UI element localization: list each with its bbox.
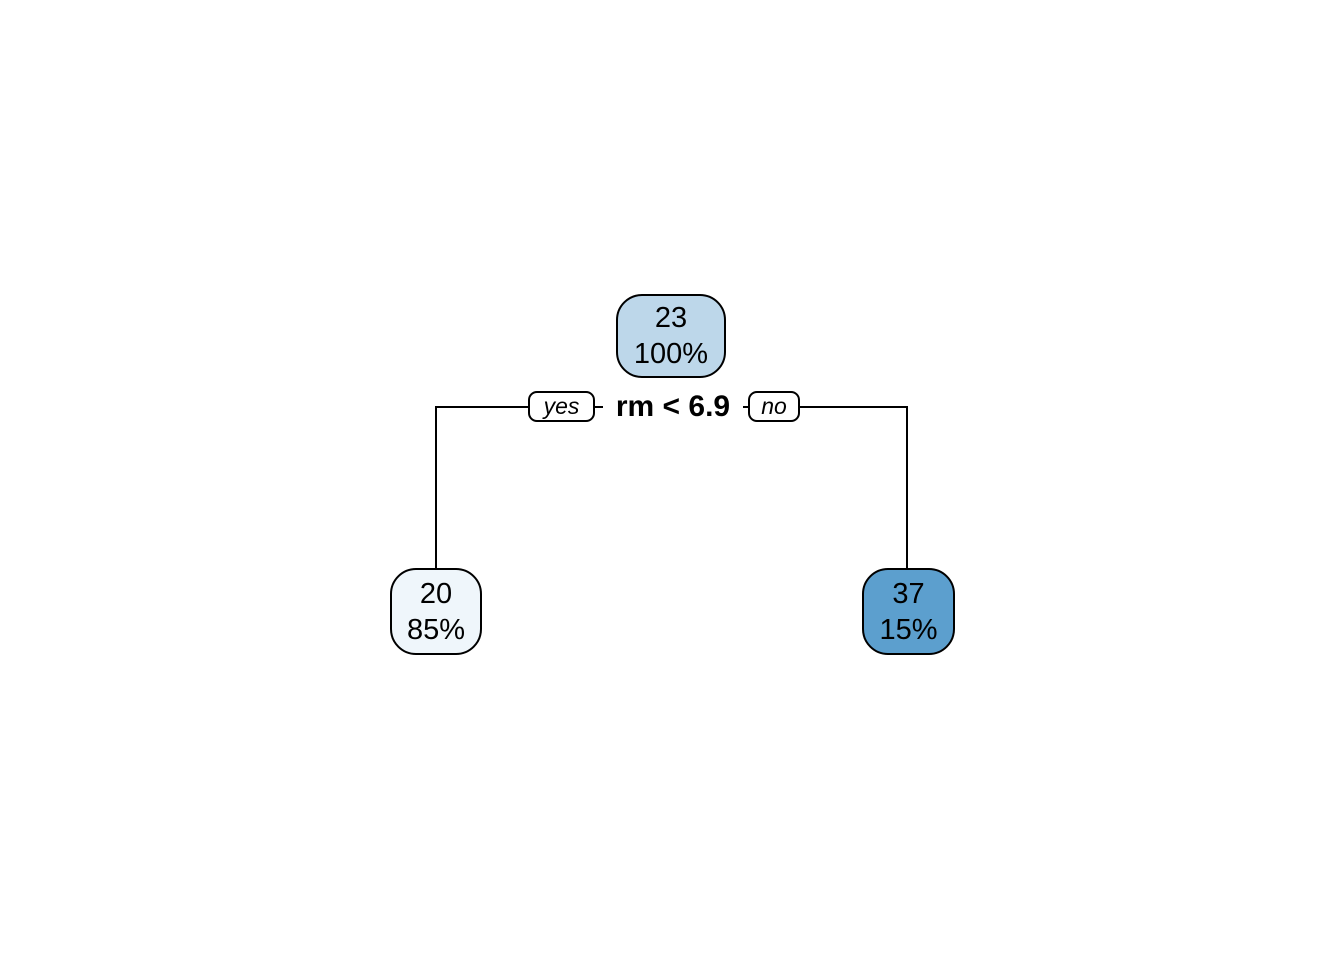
leaf-node-left-value: 20 xyxy=(419,577,453,610)
leaf-node-right-percent: 15% xyxy=(879,613,938,646)
root-node: 23 100% xyxy=(616,294,726,378)
yes-branch-label: yes xyxy=(528,391,595,422)
branch-connector-right-vertical xyxy=(906,406,908,570)
branch-connector-left-vertical xyxy=(435,406,437,570)
leaf-node-right-value: 37 xyxy=(892,577,925,610)
no-branch-label: no xyxy=(748,391,800,422)
split-condition-label: rm < 6.9 xyxy=(603,388,743,426)
root-node-percent: 100% xyxy=(633,338,709,370)
root-node-value: 23 xyxy=(654,302,688,334)
leaf-node-left-percent: 85% xyxy=(406,613,466,646)
leaf-node-right: 37 15% xyxy=(862,568,955,655)
leaf-node-left: 20 85% xyxy=(390,568,482,655)
